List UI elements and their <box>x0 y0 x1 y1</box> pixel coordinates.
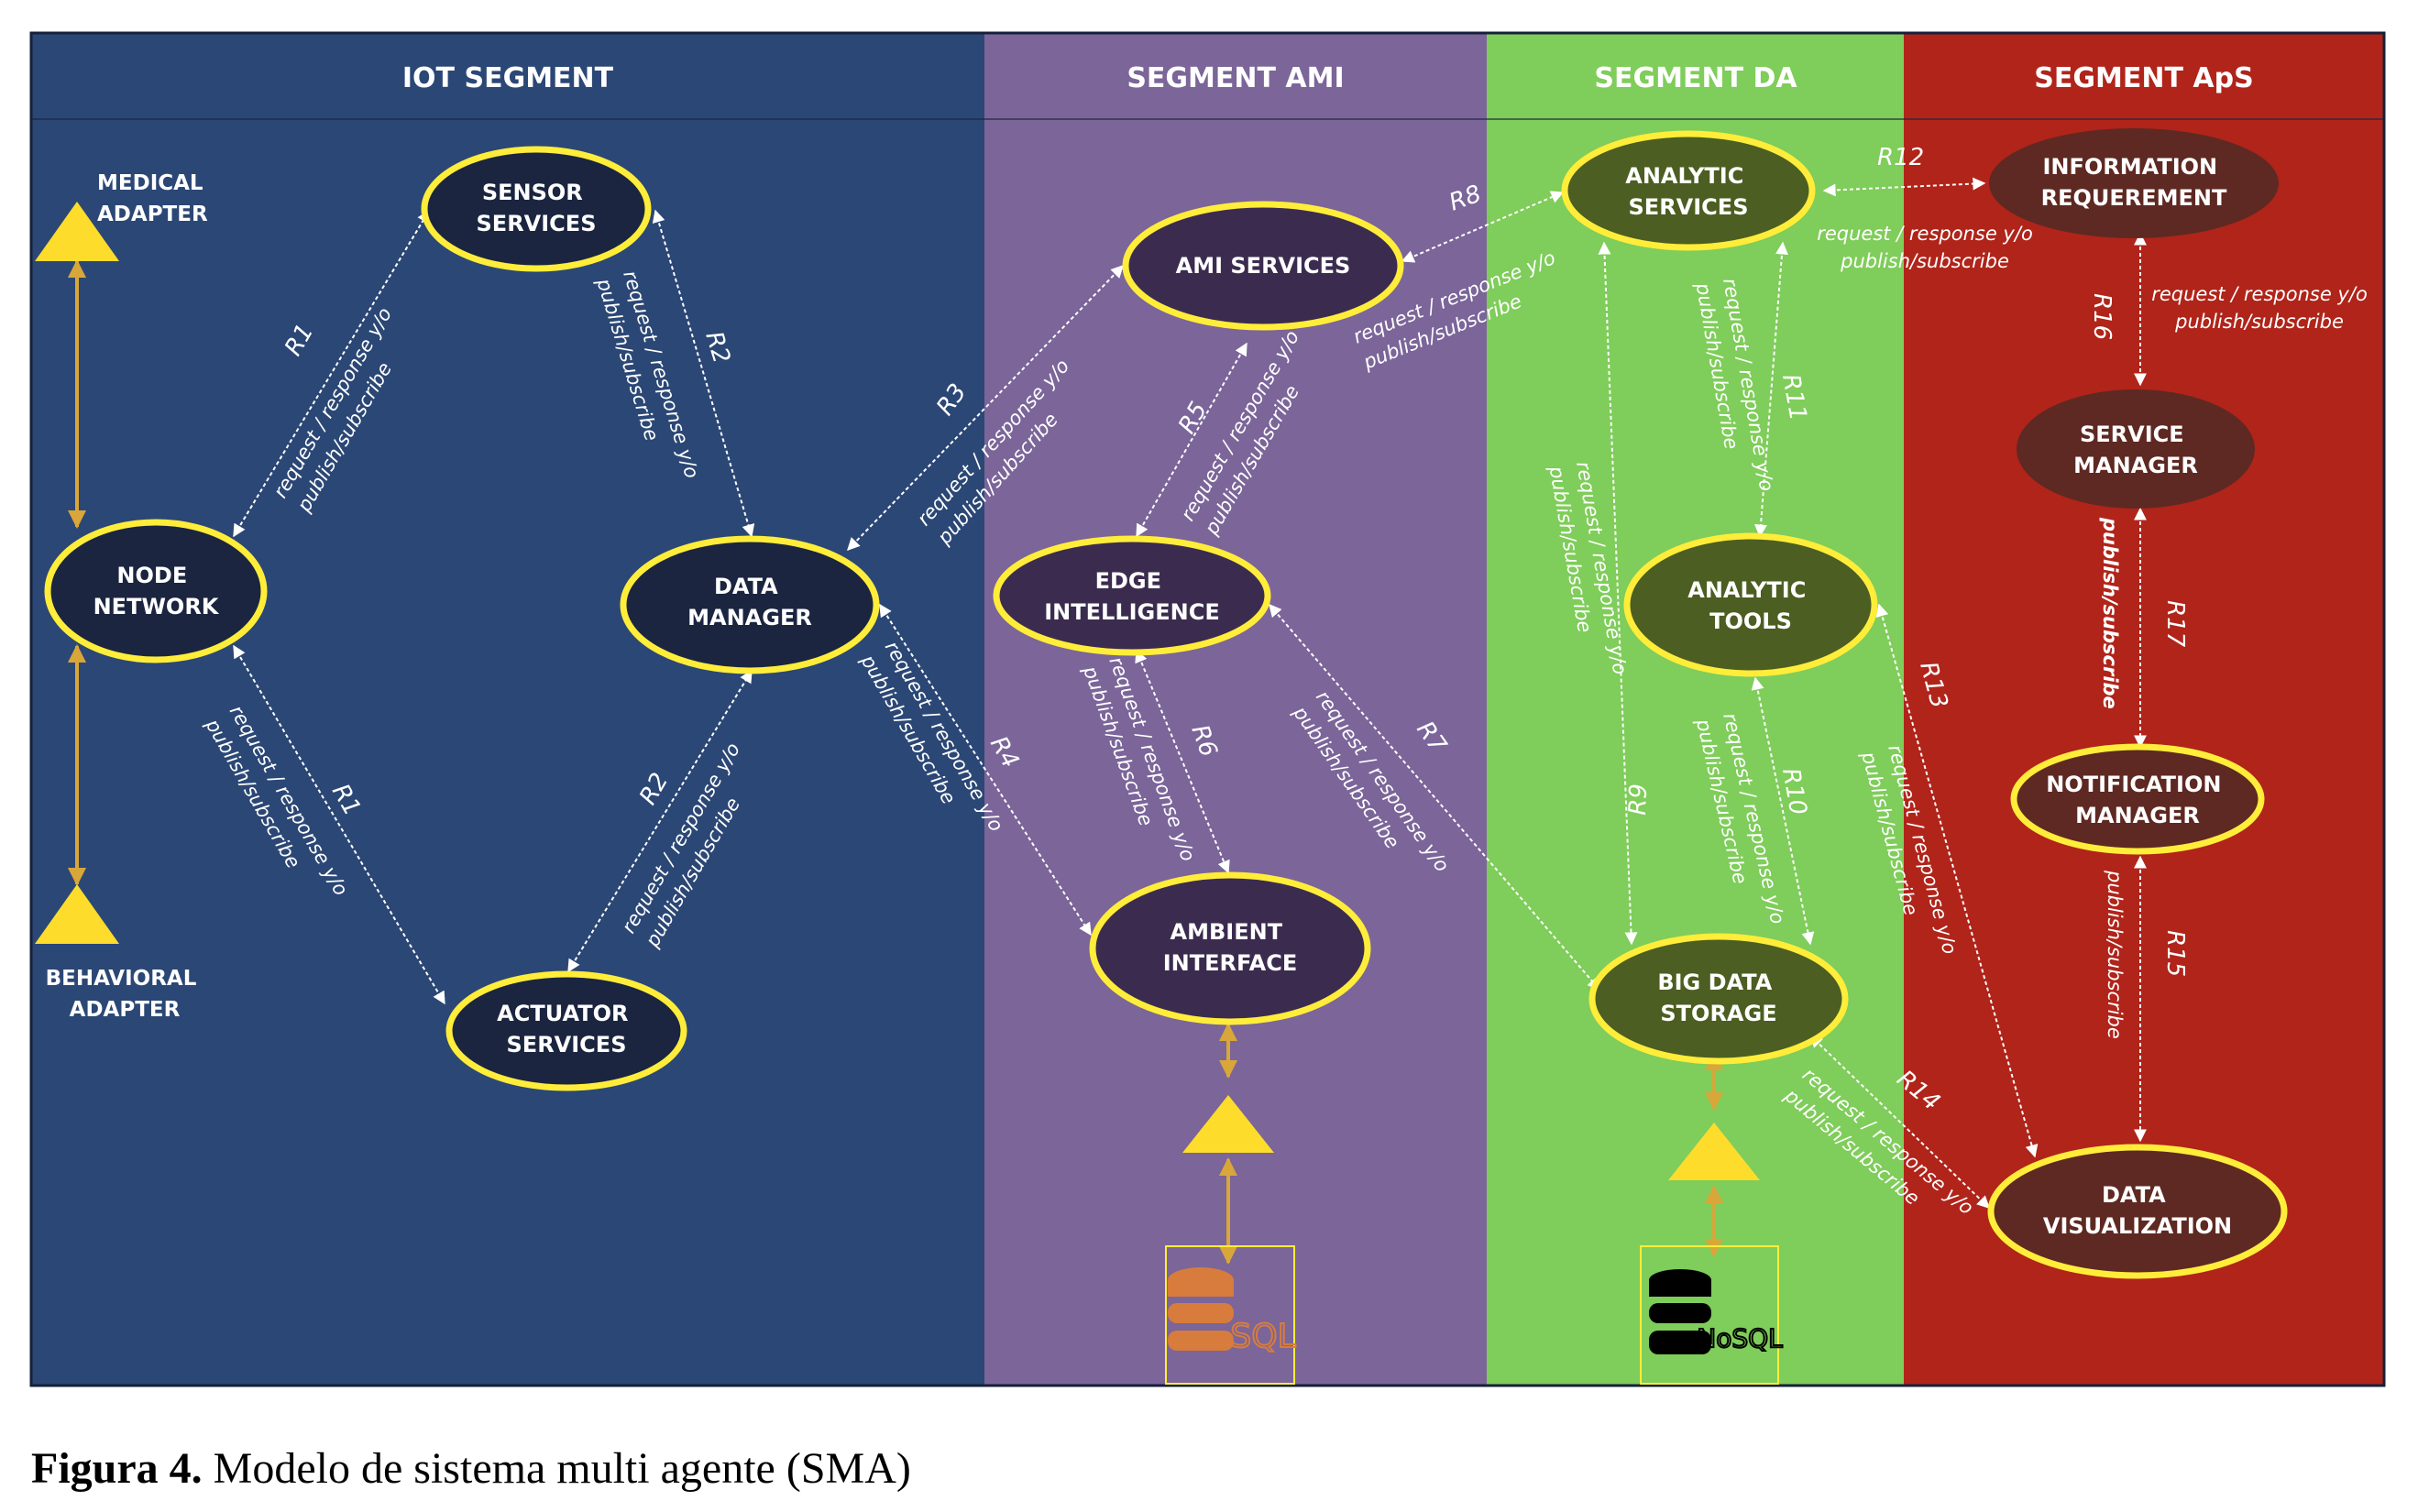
svg-text:NOTIFICATION MANAGER: NOTIFICATION MANAGER <box>2046 772 2229 828</box>
edge-r7 <box>1269 603 1600 992</box>
edge-r8 <box>1401 191 1565 263</box>
svg-text:BIG DATA STORAGE: BIG DATA STORAGE <box>1657 970 1779 1026</box>
information-requirement-node: INFORMATION REQUEREMENT <box>1989 128 2279 238</box>
edge-r13 <box>1875 603 2039 1158</box>
svg-text:publish/subscribe: publish/subscribe <box>2174 311 2344 333</box>
aps-segment-title: SEGMENT ApS <box>2034 62 2253 94</box>
svg-text:INFORMATION REQUEREMENT: INFORMATION REQUEREMENT <box>2041 154 2227 211</box>
edge-intelligence-node: EDGE INTELLIGENCE <box>993 535 1271 656</box>
edge-r3 <box>847 264 1124 552</box>
edge-r1-top <box>233 209 430 538</box>
r12-caption: request / response y/o publish/subscribe <box>1817 223 2033 272</box>
edge-r9 <box>1598 241 1638 946</box>
r12-label: R12 <box>1877 144 1924 171</box>
svg-text:DATA VISUALIZATION: DATA VISUALIZATION <box>2043 1182 2232 1239</box>
ami-services-node: AMI SERVICES <box>1122 201 1404 331</box>
svg-text:ANALYTIC SERVICES: ANALYTIC SERVICES <box>1625 163 1751 220</box>
r17-caption: publish/subscribe <box>2099 517 2121 709</box>
edge-r5 <box>1136 342 1247 538</box>
svg-text:EDGE INTELLIGENCE: EDGE INTELLIGENCE <box>1044 568 1219 625</box>
svg-text:SERVICE MANAGER: SERVICE MANAGER <box>2073 422 2198 478</box>
edge-r2-top <box>652 209 755 538</box>
r16-label: R16 <box>2088 293 2116 340</box>
iot-segment-title: IOT SEGMENT <box>402 62 614 94</box>
svg-text:request / response y/o: request / response y/o <box>1817 223 2033 245</box>
nosql-label: NoSQL <box>1697 1323 1783 1353</box>
edge-r1-bottom <box>233 644 445 1005</box>
medical-adapter-triangle-icon <box>35 202 119 261</box>
svg-text:AMI SERVICES: AMI SERVICES <box>1176 253 1351 279</box>
figure-caption-label: Figura 4. <box>31 1444 203 1493</box>
edge-r6 <box>1135 649 1230 874</box>
diagram-frame <box>29 31 2386 1387</box>
svg-text:SENSOR SERVICES: SENSOR SERVICES <box>477 180 597 236</box>
svg-text:publish/subscribe: publish/subscribe <box>2099 517 2121 709</box>
ambient-adapter-triangle-icon <box>1182 1095 1274 1153</box>
analytic-tools-node: ANALYTIC TOOLS <box>1623 532 1878 677</box>
r15-caption: publish/subscribe <box>2104 870 2126 1039</box>
data-manager-node: DATA MANAGER <box>620 535 880 674</box>
behavioral-adapter-label: BEHAVIORAL ADAPTER <box>46 967 204 1022</box>
nosql-database-icon: NoSQL <box>1640 1245 1784 1385</box>
svg-text:AMBIENT INTERFACE: AMBIENT INTERFACE <box>1163 919 1297 976</box>
ami-segment-title: SEGMENT AMI <box>1127 62 1344 94</box>
svg-text:ANALYTIC TOOLS: ANALYTIC TOOLS <box>1687 577 1813 634</box>
r15-label: R15 <box>2161 930 2189 977</box>
edge-r2-bottom <box>567 669 753 973</box>
notification-manager-node: NOTIFICATION MANAGER <box>2010 743 2265 855</box>
figure-caption-text: Modelo de sistema multi agente (SMA) <box>202 1444 911 1493</box>
edge-r14 <box>1808 1035 1991 1209</box>
da-segment-title: SEGMENT DA <box>1594 62 1797 94</box>
edge-r11 <box>1754 241 1788 538</box>
ambient-interface-node: AMBIENT INTERFACE <box>1089 871 1371 1025</box>
svg-text:NODE NETWORK: NODE NETWORK <box>93 563 220 619</box>
svg-text:request / response y/o: request / response y/o <box>2151 283 2368 305</box>
sensor-services-node: SENSOR SERVICES <box>421 146 652 272</box>
medical-adapter-label: MEDICAL ADAPTER <box>97 171 211 226</box>
actuator-services-node: ACTUATOR SERVICES <box>445 970 687 1091</box>
svg-text:ACTUATOR SERVICES: ACTUATOR SERVICES <box>497 1001 636 1057</box>
analytic-services-node: ANALYTIC SERVICES <box>1561 130 1816 251</box>
edge-r12 <box>1822 177 1986 197</box>
sql-database-icon: SQL <box>1165 1245 1297 1385</box>
relation-edges <box>233 177 2147 1209</box>
r17-label: R17 <box>2161 600 2189 648</box>
behavioral-adapter-triangle-icon <box>35 884 119 944</box>
r9-label: R9 <box>1624 783 1653 816</box>
big-data-storage-node: BIG DATA STORAGE <box>1588 933 1849 1065</box>
service-manager-node: SERVICE MANAGER <box>2017 389 2255 509</box>
sql-label: SQL <box>1230 1318 1295 1355</box>
edge-r4 <box>879 603 1092 937</box>
r16-caption: request / response y/o publish/subscribe <box>2151 283 2368 333</box>
svg-text:publish/subscribe: publish/subscribe <box>1840 250 2009 272</box>
svg-text:publish/subscribe: publish/subscribe <box>2104 870 2126 1039</box>
bigdata-adapter-triangle-icon <box>1668 1123 1760 1180</box>
node-network-node: NODE NETWORK <box>44 519 268 663</box>
data-visualization-node: DATA VISUALIZATION <box>1987 1144 2288 1279</box>
svg-text:DATA MANAGER: DATA MANAGER <box>687 574 812 630</box>
edge-r10 <box>1751 676 1815 946</box>
figure-caption: Figura 4. Modelo de sistema multi agente… <box>31 1443 911 1494</box>
